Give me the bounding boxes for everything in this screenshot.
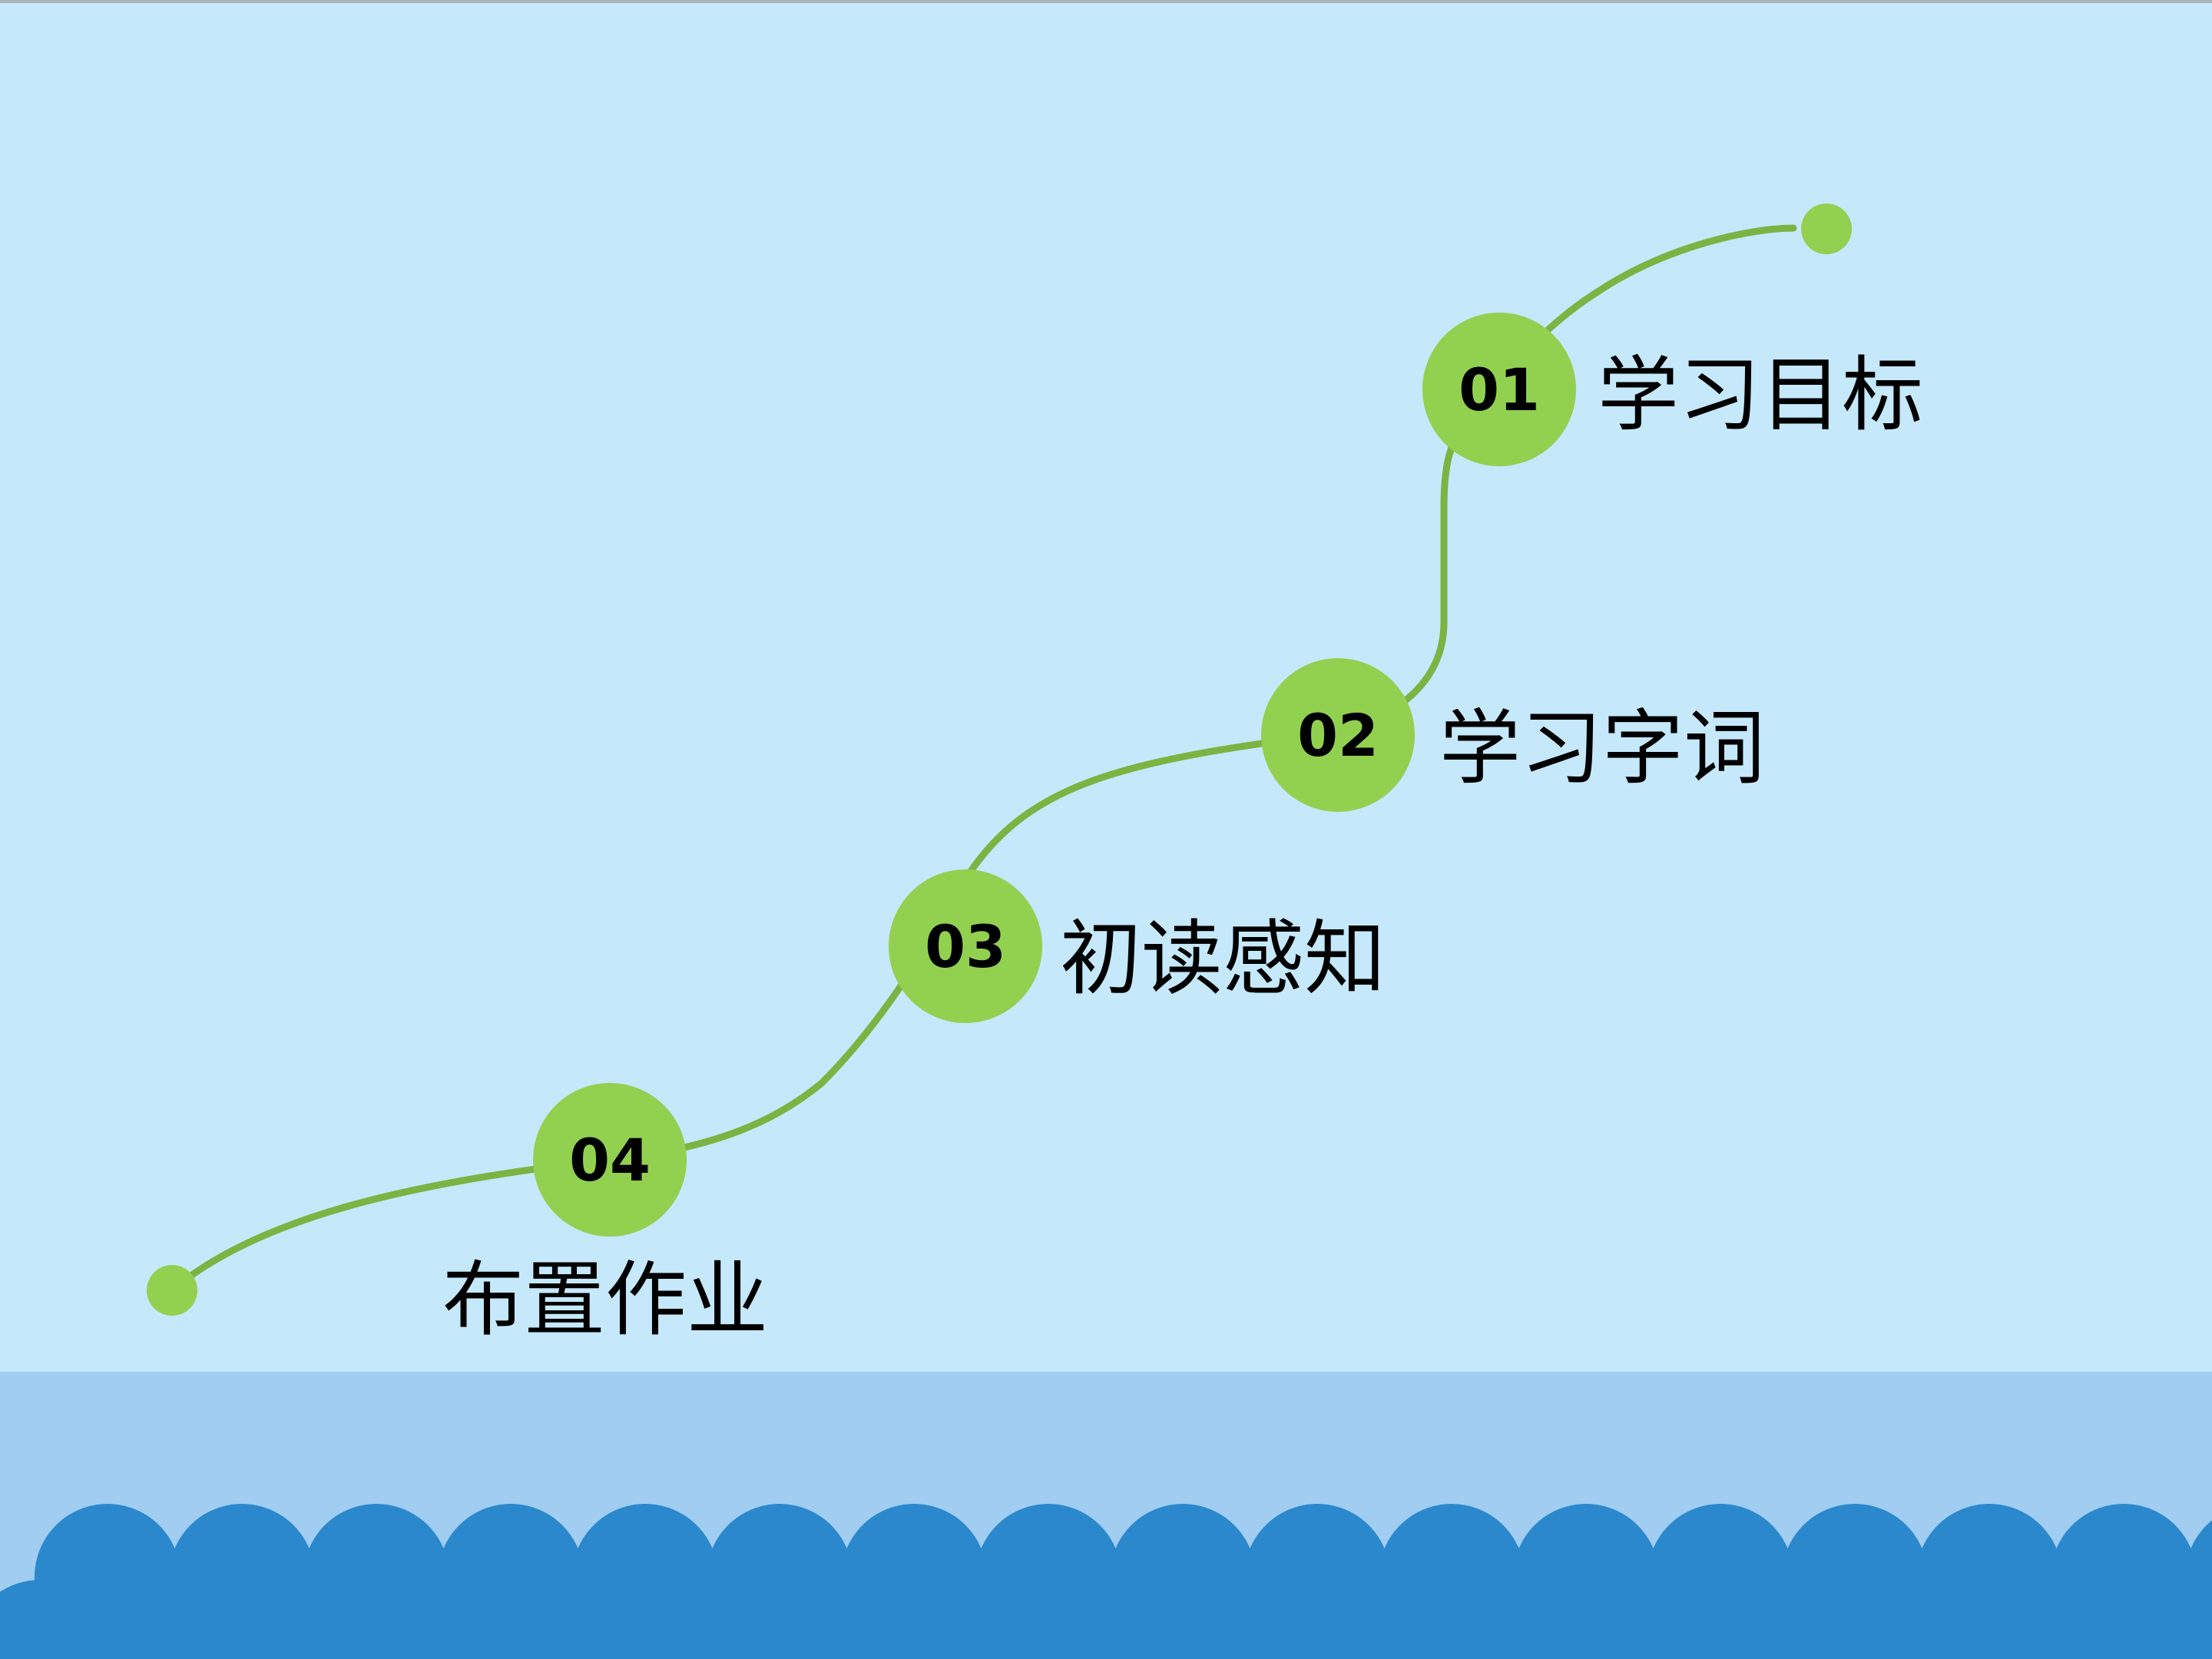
scallop-front — [505, 1580, 651, 1659]
scallop-front — [1445, 1580, 1591, 1659]
step-number-02: 02 — [1261, 658, 1415, 812]
scallop-front — [370, 1580, 516, 1659]
scallop-front — [236, 1580, 382, 1659]
top-border — [0, 0, 2212, 3]
timeline-end-dot — [1801, 204, 1852, 254]
scallop-front — [101, 1580, 247, 1659]
step-number-04: 04 — [533, 1083, 687, 1237]
step-label-04: 布置作业 — [442, 1253, 768, 1347]
scallop-front — [2118, 1580, 2212, 1659]
scallop-front — [773, 1580, 919, 1659]
scallop-front — [1983, 1580, 2129, 1659]
step-label-01: 学习目标 — [1598, 348, 1923, 442]
step-number-01: 01 — [1422, 313, 1576, 466]
step-label-02: 学习字词 — [1439, 701, 1765, 796]
scallop-front — [1714, 1580, 1860, 1659]
scallop-wave-decoration — [0, 1504, 2212, 1659]
scallop-front — [639, 1580, 785, 1659]
scallop-front — [0, 1580, 113, 1659]
timeline-start-dot — [147, 1265, 197, 1316]
scallop-front — [1580, 1580, 1726, 1659]
scallop-front — [1042, 1580, 1188, 1659]
scallop-front — [1849, 1580, 1995, 1659]
step-label-03: 初读感知 — [1060, 912, 1386, 1006]
scallop-front — [908, 1580, 1054, 1659]
step-number-03: 03 — [889, 869, 1042, 1023]
scallop-front — [1311, 1580, 1457, 1659]
scallop-front — [1177, 1580, 1323, 1659]
